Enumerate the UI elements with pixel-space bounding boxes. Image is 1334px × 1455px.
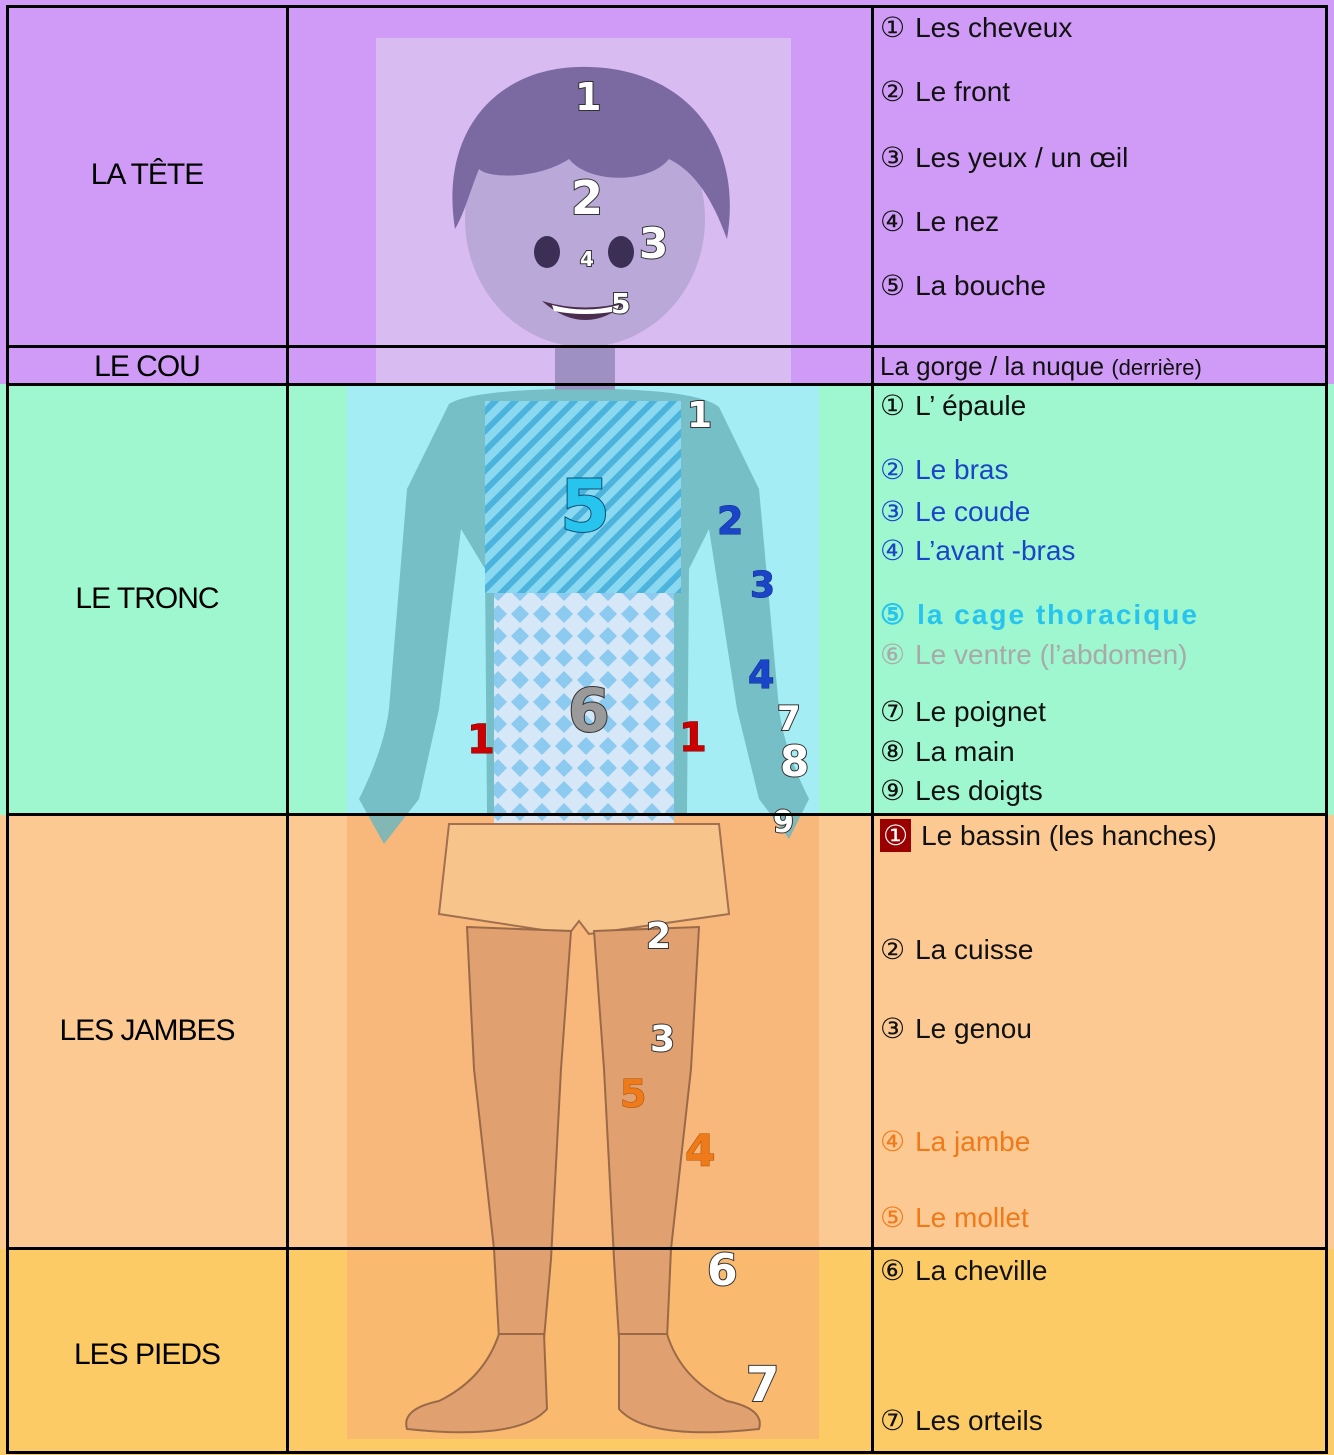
- section-neck: LE COU: [8, 350, 286, 384]
- left-eye: [534, 236, 560, 268]
- section-trunk: LE TRONC: [8, 582, 286, 616]
- section-legs: LES JAMBES: [8, 1014, 286, 1048]
- marker-hip-left-1: 1: [467, 717, 495, 763]
- section-feet: LES PIEDS: [8, 1338, 286, 1372]
- marker-legs-3: 3: [650, 1019, 675, 1060]
- marker-legs-7: 7: [746, 1357, 779, 1413]
- shorts: [439, 824, 729, 934]
- marker-trunk-2: 2: [717, 499, 743, 543]
- grid-line-feet-top: [6, 1247, 1328, 1250]
- body-illustration: 1 2 3 4 5 1 2 3 4 5 6 7 8 9 1 1 2 3 4 5 …: [289, 9, 872, 1453]
- marker-legs-6: 6: [707, 1245, 738, 1296]
- marker-legs-4: 4: [685, 1126, 716, 1177]
- grid-line-top: [6, 5, 1328, 8]
- marker-head-3: 3: [639, 219, 668, 268]
- right-eye: [608, 236, 634, 268]
- marker-head-4: 4: [580, 247, 594, 271]
- marker-legs-5: 5: [620, 1072, 646, 1116]
- marker-head-1: 1: [575, 75, 601, 119]
- marker-trunk-8: 8: [780, 737, 809, 786]
- marker-trunk-7: 7: [777, 699, 801, 739]
- label-neck: La gorge / la nuque (derrière): [880, 351, 1202, 382]
- marker-head-5: 5: [611, 287, 630, 320]
- grid-line-legs-top: [6, 813, 1328, 816]
- grid-line-neck-top: [6, 345, 1328, 348]
- grid-line-bottom: [6, 1451, 1328, 1454]
- marker-legs-2: 2: [646, 916, 671, 957]
- marker-trunk-1: 1: [687, 395, 712, 436]
- marker-trunk-4: 4: [748, 653, 774, 697]
- grid-line-left: [6, 6, 9, 1453]
- grid-line-col3: [871, 6, 874, 1453]
- marker-trunk-5: 5: [560, 464, 610, 548]
- marker-hip-right-1: 1: [679, 715, 707, 761]
- marker-head-2: 2: [571, 171, 603, 225]
- grid-line-col2: [286, 6, 289, 1453]
- marker-trunk-6: 6: [568, 676, 610, 746]
- marker-trunk-9: 9: [773, 805, 794, 840]
- grid-line-right: [1325, 6, 1328, 1453]
- section-head: LA TÊTE: [8, 158, 286, 192]
- marker-trunk-3: 3: [750, 565, 775, 606]
